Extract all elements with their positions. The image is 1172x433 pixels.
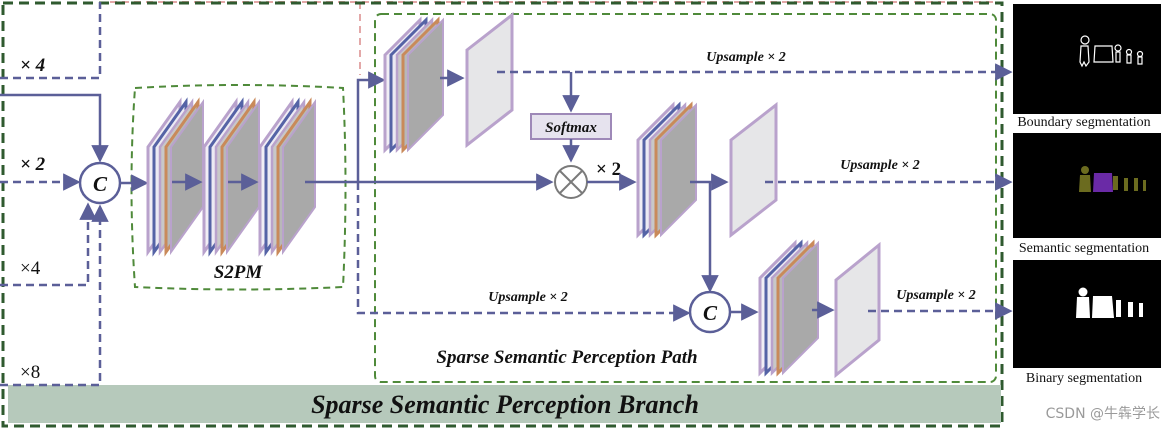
s2pm-feature-stack-2 bbox=[202, 97, 260, 257]
bottom-skip-line bbox=[356, 182, 691, 322]
input-label-x8: ×8 bbox=[20, 362, 40, 383]
input-line-solid bbox=[0, 93, 109, 163]
concat-node-1-label: C bbox=[93, 172, 108, 196]
mid-output-plane bbox=[729, 101, 778, 239]
mid-feature-stack bbox=[636, 101, 697, 239]
to-top-path-arrow bbox=[356, 71, 386, 182]
semantic-output-label: Semantic segmentation bbox=[1019, 241, 1149, 256]
path-dashed-box bbox=[374, 13, 997, 383]
s2pm-label: S2PM bbox=[214, 262, 264, 283]
boundary-output-label: Boundary segmentation bbox=[1017, 115, 1150, 130]
branch-title-bar bbox=[8, 385, 1001, 423]
concat-node-2-label: C bbox=[703, 301, 718, 325]
input-label-x4-bottom: ×4 bbox=[20, 258, 41, 279]
input-label-x2: × 2 bbox=[20, 154, 46, 175]
input-label-x4-top: × 4 bbox=[20, 55, 45, 76]
boundary-output-thumbnail bbox=[1013, 4, 1161, 114]
s2pm-feature-stack-3 bbox=[258, 97, 316, 257]
s2pm-dashed-box bbox=[130, 84, 347, 291]
upsample-label-bottom-skip: Upsample × 2 bbox=[488, 290, 568, 305]
top-output-plane bbox=[465, 11, 514, 149]
top-feature-stack bbox=[383, 16, 444, 154]
upsample-label-bottom: Upsample × 2 bbox=[896, 288, 976, 303]
input-line-x4-top bbox=[0, 2, 102, 80]
bottom-feature-stack bbox=[758, 239, 819, 377]
multiply-node-cross bbox=[559, 170, 583, 194]
input-line-x8 bbox=[0, 204, 109, 387]
upsample-label-top: Upsample × 2 bbox=[706, 50, 786, 65]
watermark-text: CSDN @牛犇学长 bbox=[1046, 406, 1160, 422]
multiply-times-two-label: × 2 bbox=[596, 159, 621, 180]
upsample-label-mid: Upsample × 2 bbox=[840, 158, 920, 173]
outer-branch-frame bbox=[1, 1, 1004, 428]
bottom-output-plane bbox=[834, 241, 881, 379]
semantic-output-thumbnail bbox=[1013, 133, 1161, 238]
s2pm-feature-stack-1 bbox=[146, 97, 204, 257]
input-line-x4-bottom bbox=[0, 202, 97, 287]
binary-output-label: Binary segmentation bbox=[1026, 371, 1142, 386]
softmax-label: Softmax bbox=[545, 120, 597, 136]
branch-title: Sparse Semantic Perception Branch bbox=[311, 390, 699, 419]
path-title: Sparse Semantic Perception Path bbox=[436, 347, 697, 368]
binary-output-thumbnail bbox=[1013, 260, 1161, 368]
